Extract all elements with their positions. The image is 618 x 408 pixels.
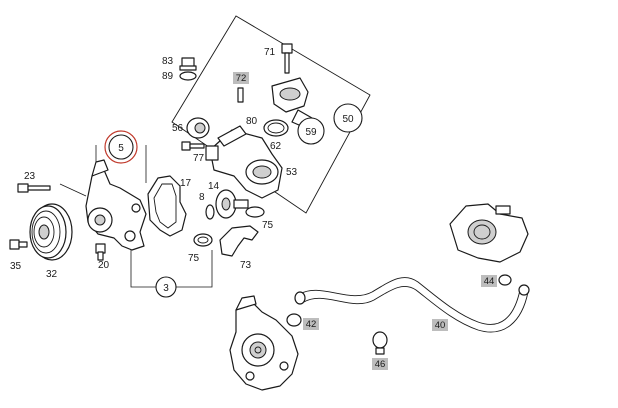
callout-5[interactable]: 5 (104, 130, 138, 164)
water-pump-lower (229, 295, 299, 391)
cap-83 (179, 57, 197, 71)
clamp-44 (498, 274, 512, 286)
label-59: 59 (305, 127, 317, 138)
callout-50[interactable]: 50 (333, 103, 363, 133)
label-46: 46 (375, 359, 386, 370)
label-5: 5 (118, 143, 124, 154)
tag-44-bg (481, 275, 497, 287)
label-80: 80 (246, 116, 258, 127)
label-20: 20 (98, 260, 110, 271)
label-23: 23 (24, 171, 36, 182)
label-14: 14 (208, 181, 220, 192)
hose-40 (299, 277, 521, 325)
tag-72-bg (233, 72, 249, 84)
bolt-20 (95, 243, 106, 261)
label-77: 77 (193, 153, 205, 164)
label-71: 71 (264, 47, 276, 58)
label-3: 3 (163, 283, 169, 294)
bolt-35 (9, 239, 28, 250)
label-75-upper: 75 (262, 220, 274, 231)
label-53: 53 (286, 167, 298, 178)
bolt-23 (17, 183, 51, 193)
pin-72 (237, 87, 244, 103)
label-89: 89 (162, 71, 174, 82)
callout-59[interactable]: 59 (297, 117, 325, 145)
plug-56 (186, 117, 210, 139)
label-8: 8 (199, 192, 205, 203)
tag-42-bg (303, 318, 319, 330)
seal-89 (179, 71, 197, 81)
label-35: 35 (10, 261, 22, 272)
pulley-32 (29, 203, 73, 261)
intake-component (449, 203, 529, 263)
label-17: 17 (180, 178, 192, 189)
label-75-lower: 75 (188, 253, 200, 264)
label-42: 42 (306, 319, 317, 330)
seal-ring-80 (263, 119, 289, 137)
label-40: 40 (435, 320, 446, 331)
clamp-75-lower (193, 233, 213, 247)
clamp-75-upper (245, 206, 265, 218)
thermostat-14 (215, 189, 249, 219)
label-56: 56 (172, 123, 184, 134)
label-32: 32 (46, 269, 58, 280)
clamp-46 (372, 331, 388, 355)
label-44: 44 (484, 276, 495, 287)
tag-46-bg (372, 358, 388, 370)
thermostat-housing (205, 125, 283, 199)
hose-73 (219, 225, 259, 257)
label-62: 62 (270, 141, 282, 152)
label-50: 50 (342, 114, 354, 125)
bolt-71 (281, 43, 293, 74)
label-83: 83 (162, 56, 174, 67)
tag-40-bg (432, 319, 448, 331)
water-pump (85, 159, 147, 251)
bolt-77 (181, 141, 205, 151)
ring-8 (205, 204, 215, 220)
clamp-42 (286, 313, 302, 327)
label-73: 73 (240, 260, 252, 271)
callout-3[interactable]: 3 (155, 276, 177, 298)
label-72: 72 (236, 73, 247, 84)
